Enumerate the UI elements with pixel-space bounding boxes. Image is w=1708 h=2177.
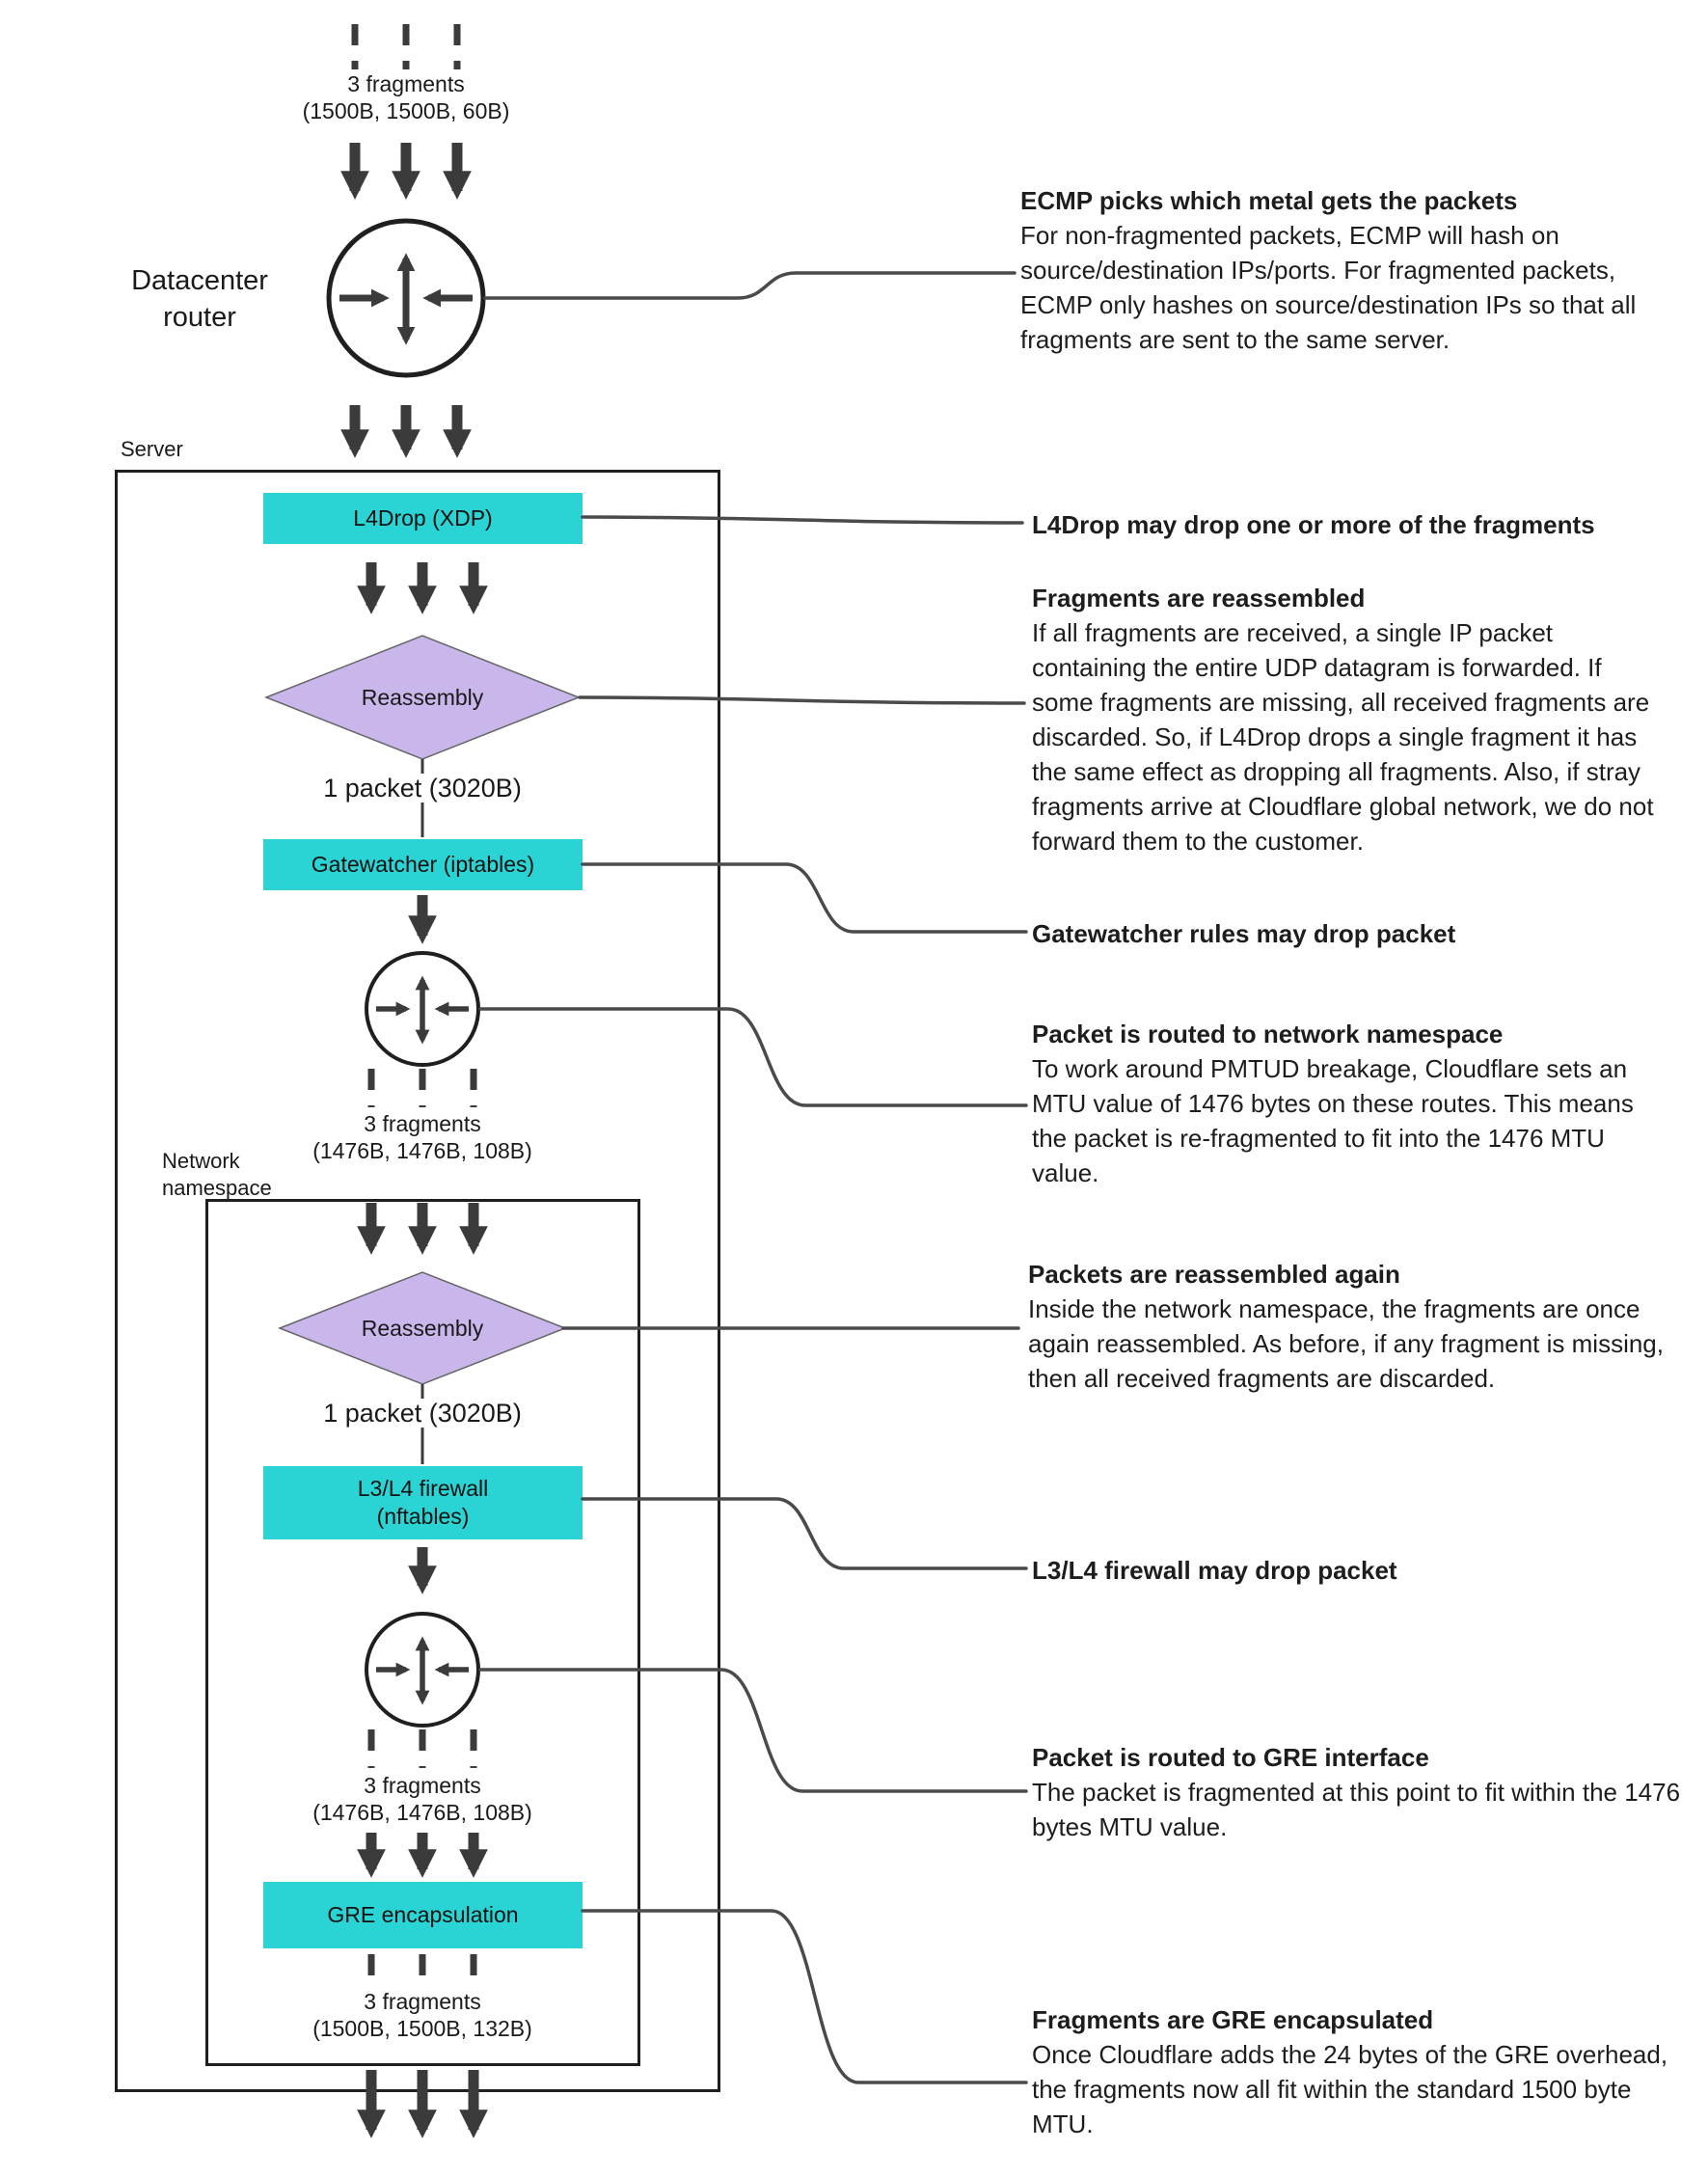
annotation-gatewatcher-title: Gatewatcher rules may drop packet [1032,919,1456,948]
annotation-l4drop-title: L4Drop may drop one or more of the fragm… [1032,510,1595,539]
annotation-gatewatcher: Gatewatcher rules may drop packet [1032,916,1668,951]
namespace-label-line2: namespace [162,1176,272,1200]
annotation-reassembled-body: If all fragments are received, a single … [1032,618,1654,856]
gatewatcher-label: Gatewatcher (iptables) [311,852,535,877]
router-to-server-arrows [340,405,472,458]
incoming-fragments-dashes [351,24,461,69]
gre-label: GRE encapsulation [327,1902,519,1927]
server-label: Server [121,437,183,461]
fragments-3-label: 3 fragments [364,1773,481,1798]
l3l4-firewall-node: L3/L4 firewall (nftables) [263,1466,583,1539]
top-fragments-label: 3 fragments [347,71,465,96]
annotation-reassembled-again-title: Packets are reassembled again [1028,1260,1400,1289]
fragments-to-router-arrows [340,143,472,200]
l4drop-node: L4Drop (XDP) [263,493,583,544]
fragments-2-label: 3 fragments [364,1111,481,1136]
gatewatcher-node: Gatewatcher (iptables) [263,839,583,890]
gre-encapsulation-node: GRE encapsulation [263,1882,583,1948]
annotation-l4drop: L4Drop may drop one or more of the fragm… [1032,507,1668,542]
fragments-2-sizes: (1476B, 1476B, 108B) [312,1138,532,1163]
fragments-3-sizes: (1476B, 1476B, 108B) [312,1800,532,1825]
annotation-reassembled-again-body: Inside the network namespace, the fragme… [1028,1294,1664,1393]
annotation-gre-encapsulated-title: Fragments are GRE encapsulated [1032,2005,1434,2034]
annotation-ecmp-title: ECMP picks which metal gets the packets [1020,186,1518,215]
connector-ecmp [483,271,1017,300]
annotation-gre-encapsulated-body: Once Cloudflare adds the 24 bytes of the… [1032,2040,1668,2138]
fragments-4-label: 3 fragments [364,1989,481,2014]
firewall-label-line1: L3/L4 firewall [357,1476,489,1501]
annotation-firewall: L3/L4 firewall may drop packet [1032,1553,1668,1588]
annotation-routed-gre-body: The packet is fragmented at this point t… [1032,1778,1681,1841]
datacenter-router-icon [326,218,486,378]
annotation-firewall-title: L3/L4 firewall may drop packet [1032,1556,1397,1585]
fragments-4-sizes: (1500B, 1500B, 132B) [312,2016,532,2041]
firewall-label-line2: (nftables) [376,1504,470,1529]
annotation-reassembled: Fragments are reassembled If all fragmen… [1032,581,1668,858]
annotation-ecmp-body: For non-fragmented packets, ECMP will ha… [1020,221,1637,354]
annotation-ecmp: ECMP picks which metal gets the packets … [1020,183,1657,357]
annotation-routed-namespace-title: Packet is routed to network namespace [1032,1020,1504,1048]
datacenter-router-label: Datacenter router [89,262,311,336]
annotation-routed-gre-title: Packet is routed to GRE interface [1032,1743,1429,1772]
packet-2-label: 1 packet (3020B) [278,1398,567,1429]
annotation-gre-encapsulated: Fragments are GRE encapsulated Once Clou… [1032,2002,1668,2141]
datacenter-router-label-line1: Datacenter [131,265,268,296]
top-fragments-sizes: (1500B, 1500B, 60B) [302,98,510,123]
annotation-reassembled-again: Packets are reassembled again Inside the… [1028,1257,1665,1396]
reassembly-2-label: Reassembly [361,1316,484,1341]
network-namespace-label: Network namespace [162,1148,272,1202]
annotation-routed-gre: Packet is routed to GRE interface The pa… [1032,1740,1688,1844]
annotation-routed-namespace: Packet is routed to network namespace To… [1032,1017,1668,1190]
datacenter-router-label-line2: router [163,302,236,333]
packet-1-text: 1 packet (3020B) [315,774,529,803]
packet-1-label: 1 packet (3020B) [278,773,567,803]
annotation-routed-namespace-body: To work around PMTUD breakage, Cloudflar… [1032,1054,1634,1187]
network-namespace-box [205,1199,640,2066]
namespace-label-line1: Network [162,1149,240,1173]
l4drop-label: L4Drop (XDP) [353,505,493,531]
reassembly-1-label: Reassembly [361,685,484,710]
annotation-reassembled-title: Fragments are reassembled [1032,584,1366,612]
packet-2-text: 1 packet (3020B) [315,1399,529,1428]
